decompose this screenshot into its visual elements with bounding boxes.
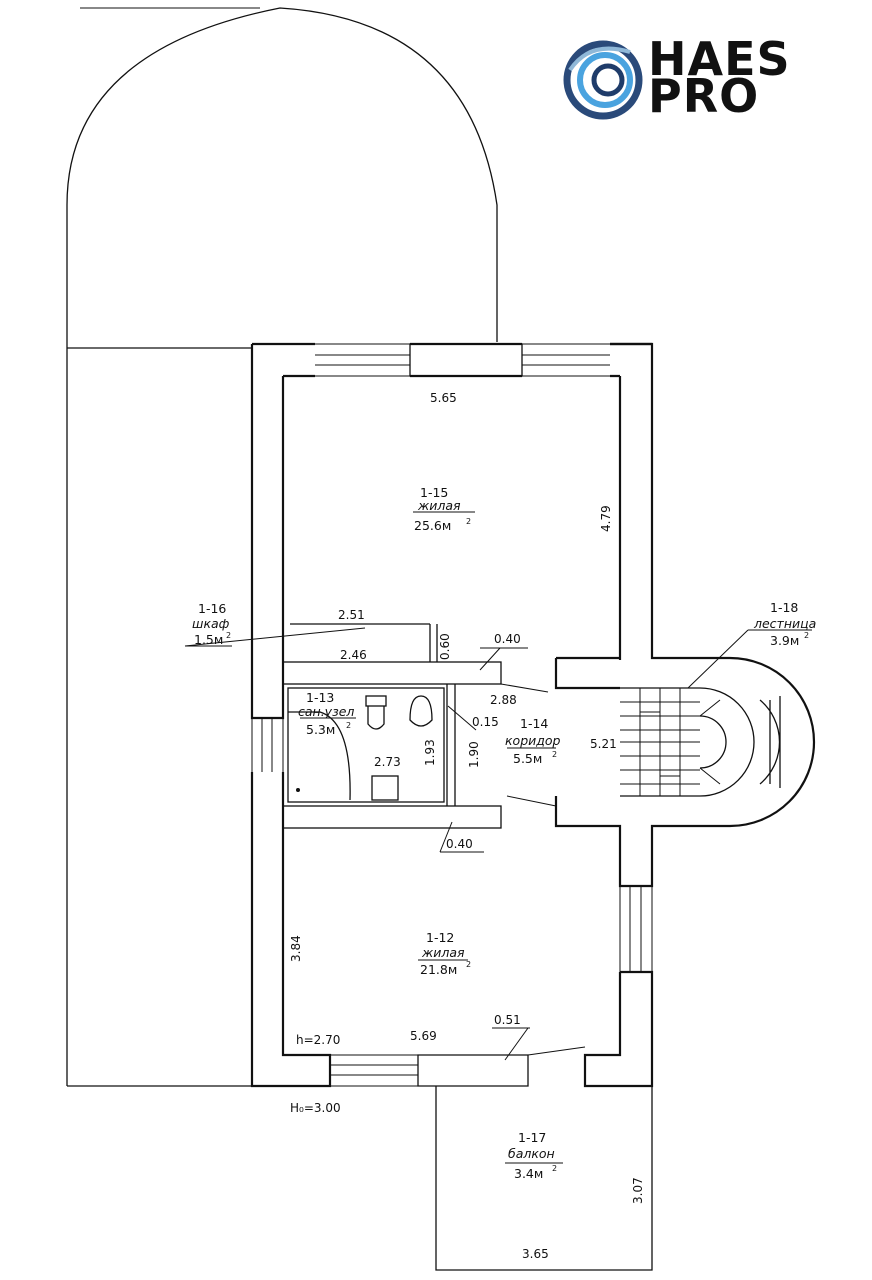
room-area-sup: 2 <box>552 1164 557 1173</box>
dim-bath-width: 2.73 <box>374 755 401 769</box>
site-outline <box>66 7 498 1087</box>
dim-balcony-width: 3.65 <box>522 1247 549 1261</box>
window-top-right <box>522 343 610 377</box>
logo-text-haes: HAES <box>648 32 791 86</box>
dim-bottom-width: 5.69 <box>410 1029 437 1043</box>
sink-icon <box>409 695 433 727</box>
bathroom-fixtures <box>287 687 445 803</box>
room-id: 1-18 <box>770 600 798 615</box>
room-name: жилая <box>421 945 465 960</box>
room-area-sup: 2 <box>346 721 351 730</box>
dim-corridor-top: 2.88 <box>490 693 517 707</box>
room-id: 1-13 <box>306 690 334 705</box>
room-area-sup: 2 <box>466 517 471 526</box>
balcony <box>435 1086 653 1271</box>
room-height-label: h=2.70 <box>296 1033 340 1047</box>
room-name: шкаф <box>192 616 230 631</box>
room-name: лестница <box>753 616 816 631</box>
room-area-sup: 2 <box>226 631 231 640</box>
room-name: сан.узел <box>298 704 354 719</box>
swirl-logo-icon <box>563 40 643 120</box>
dim-door: 0.51 <box>494 1013 521 1027</box>
dim-closet-bottom: 2.46 <box>340 648 367 662</box>
room-name: балкон <box>508 1146 555 1161</box>
stair-steps <box>620 688 721 796</box>
room-name: жилая <box>417 498 461 513</box>
room-area: 3.4м <box>514 1166 543 1181</box>
room-1-18-label: 1-18 лестница 3.9м 2 <box>753 600 816 648</box>
dim-lower-room-height: 3.84 <box>289 935 303 962</box>
room-1-13-label: 1-13 сан.узел 5.3м 2 <box>298 690 354 737</box>
dimension-values: 5.65 4.79 2.51 2.46 0.60 0.40 2.88 0.15 … <box>289 391 645 1261</box>
building-walls <box>250 342 730 1088</box>
room-id: 1-12 <box>426 930 454 945</box>
room-1-14-label: 1-14 коридор 5.5м 2 <box>505 716 561 766</box>
room-1-17-label: 1-17 балкон 3.4м 2 <box>508 1130 557 1181</box>
room-id: 1-16 <box>198 601 226 616</box>
window-bottom <box>330 1054 418 1087</box>
room-area: 3.9м <box>770 633 799 648</box>
dim-closet-top: 2.51 <box>338 608 365 622</box>
floor-height-label: H₀=3.00 <box>290 1101 341 1115</box>
room-area-sup: 2 <box>466 960 471 969</box>
toilet-icon <box>365 695 387 730</box>
dim-top-width: 5.65 <box>430 391 457 405</box>
dimension-lines <box>184 511 812 1164</box>
window-top-left <box>315 343 410 377</box>
room-1-12-label: 1-12 жилая 21.8м 2 <box>420 930 471 977</box>
room-area: 21.8м <box>420 962 457 977</box>
room-id: 1-17 <box>518 1130 546 1145</box>
dim-stair-width: 5.21 <box>590 737 617 751</box>
room-area-sup: 2 <box>804 631 809 640</box>
room-1-16-label: 1-16 шкаф 1.5м 2 <box>192 601 231 647</box>
room-area: 1.5м <box>194 632 223 647</box>
dim-closet-depth: 0.60 <box>438 633 452 660</box>
stair-tower <box>620 656 816 828</box>
room-area-sup: 2 <box>552 750 557 759</box>
dim-bath-height: 1.93 <box>423 739 437 766</box>
washer-icon <box>371 775 399 801</box>
logo-text-pro: PRO <box>648 69 759 123</box>
room-1-15-label: 1-15 жилая 25.6м 2 <box>414 485 471 533</box>
dim-balcony-depth: 3.07 <box>631 1177 645 1204</box>
dim-wall-upper: 0.40 <box>494 632 521 646</box>
dim-partition: 0.15 <box>472 715 499 729</box>
window-right <box>619 886 653 972</box>
room-name: коридор <box>505 733 561 748</box>
room-area: 5.3м <box>306 722 335 737</box>
dim-wall-lower: 0.40 <box>446 837 473 851</box>
haes-pro-logo: HAES PRO <box>563 32 791 123</box>
dim-room-height: 4.79 <box>599 505 613 532</box>
window-left <box>251 718 284 772</box>
dim-corridor-width: 1.90 <box>467 741 481 768</box>
room-id: 1-15 <box>420 485 448 500</box>
room-area: 25.6м <box>414 518 451 533</box>
room-id: 1-14 <box>520 716 548 731</box>
room-area: 5.5м <box>513 751 542 766</box>
